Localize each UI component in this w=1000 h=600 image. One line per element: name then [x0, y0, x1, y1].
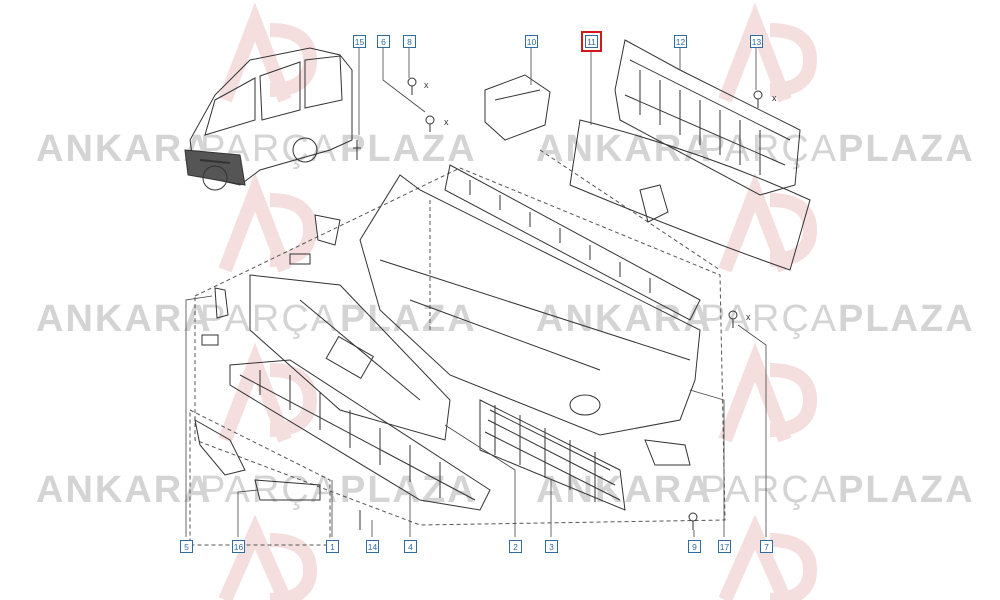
callout-16[interactable]: 16 [232, 540, 245, 553]
callout-3[interactable]: 3 [545, 540, 558, 553]
watermark-ankara: ANKARA [36, 298, 213, 340]
van-illustration [184, 47, 353, 191]
watermark-parca: PARÇA [700, 128, 839, 170]
main-bumper [359, 174, 701, 436]
lower-absorber [229, 359, 491, 511]
watermark-parca: PARÇA [700, 298, 839, 340]
watermark-plaza: PLAZA [340, 128, 477, 170]
fastener-mark: x [424, 80, 429, 90]
fastener-mark: x [772, 93, 777, 103]
callout-9[interactable]: 9 [688, 540, 701, 553]
watermark-plaza: PLAZA [838, 298, 975, 340]
callout-17[interactable]: 17 [718, 540, 731, 553]
callout-5[interactable]: 5 [180, 540, 193, 553]
watermark-row: ANKARA PARÇA PLAZA ANKARA PARÇA PLAZA [0, 468, 1000, 528]
watermark-parca: PARÇA [700, 469, 839, 511]
watermark-ankara: ANKARA [36, 128, 213, 170]
watermark-ankara: ANKARA [536, 469, 713, 511]
watermark-ankara: ANKARA [536, 128, 713, 170]
watermark-ankara: ANKARA [36, 469, 213, 511]
watermark-row: ANKARA PARÇA PLAZA ANKARA PARÇA PLAZA [0, 127, 1000, 187]
callout-15[interactable]: 15 [353, 35, 366, 48]
callout-4[interactable]: 4 [404, 540, 417, 553]
callout-8[interactable]: 8 [403, 35, 416, 48]
callout-6[interactable]: 6 [377, 35, 390, 48]
callout-1[interactable]: 1 [326, 540, 339, 553]
trim-panel [569, 119, 811, 271]
callout-11-highlighted[interactable]: 11 [581, 31, 602, 52]
callout-14[interactable]: 14 [366, 540, 379, 553]
watermark-parca: PARÇA [200, 469, 339, 511]
upper-grille [614, 39, 801, 196]
watermark-ankara: ANKARA [536, 298, 713, 340]
watermark-plaza: PLAZA [340, 469, 477, 511]
watermark-plaza: PLAZA [838, 128, 975, 170]
fastener-mark: x [746, 312, 751, 322]
bumper-cover [249, 274, 451, 441]
lower-grille [479, 399, 626, 511]
bumper-reinforcement [444, 164, 701, 321]
fastener-screws [353, 77, 763, 530]
watermark-parca: PARÇA [200, 298, 339, 340]
callout-7[interactable]: 7 [760, 540, 773, 553]
callout-12[interactable]: 12 [674, 35, 687, 48]
leader-lines [185, 48, 767, 537]
callout-13[interactable]: 13 [750, 35, 763, 48]
small-brackets [194, 74, 691, 501]
watermark-plaza: PLAZA [340, 298, 477, 340]
callout-10[interactable]: 10 [525, 35, 538, 48]
fastener-mark: x [444, 117, 449, 127]
watermark-plaza: PLAZA [838, 469, 975, 511]
watermark-row: ANKARA PARÇA PLAZA ANKARA PARÇA PLAZA [0, 297, 1000, 357]
callout-2[interactable]: 2 [509, 540, 522, 553]
